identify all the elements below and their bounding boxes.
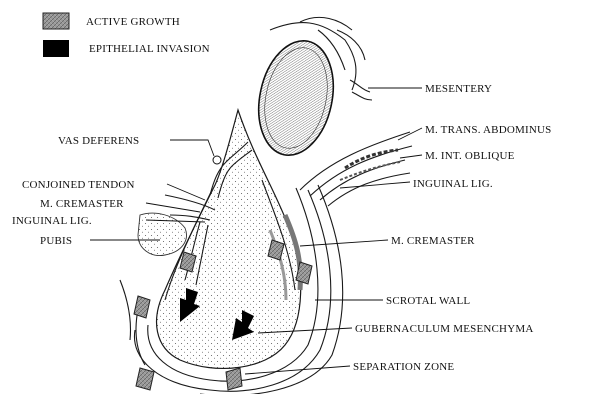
- label-pubis: PUBIS: [40, 235, 72, 247]
- active-growth-marker: [226, 368, 242, 390]
- active-growth-marker: [136, 368, 154, 390]
- legend-active-growth: ACTIVE GROWTH: [86, 16, 180, 28]
- label-m-cremaster-right: M. CREMASTER: [391, 235, 475, 247]
- label-inguinal-lig-left: INGUINAL LIG.: [12, 215, 92, 227]
- active-growth-marker: [134, 296, 150, 318]
- label-gubernaculum-mesenchyma: GUBERNACULUM MESENCHYMA: [355, 323, 533, 335]
- label-m-trans-abdominus: M. TRANS. ABDOMINUS: [425, 124, 551, 136]
- testis: [249, 34, 344, 162]
- epithelial-invasion-swatch: [43, 40, 69, 57]
- label-mesentery: MESENTERY: [425, 83, 492, 95]
- label-separation-zone: SEPARATION ZONE: [353, 361, 454, 373]
- label-scrotal-wall: SCROTAL WALL: [386, 295, 470, 307]
- label-vas-deferens: VAS DEFERENS: [58, 135, 139, 147]
- legend: ACTIVE GROWTH EPITHELIAL INVASION: [43, 13, 210, 57]
- label-inguinal-lig-right: INGUINAL LIG.: [413, 178, 493, 190]
- label-m-int-oblique: M. INT. OBLIQUE: [425, 150, 515, 162]
- label-conjoined-tendon: CONJOINED TENDON: [22, 179, 135, 191]
- pubis-bone: [138, 213, 186, 255]
- label-m-cremaster-left: M. CREMASTER: [40, 198, 124, 210]
- legend-epithelial-invasion: EPITHELIAL INVASION: [89, 43, 210, 55]
- active-growth-swatch: [43, 13, 69, 29]
